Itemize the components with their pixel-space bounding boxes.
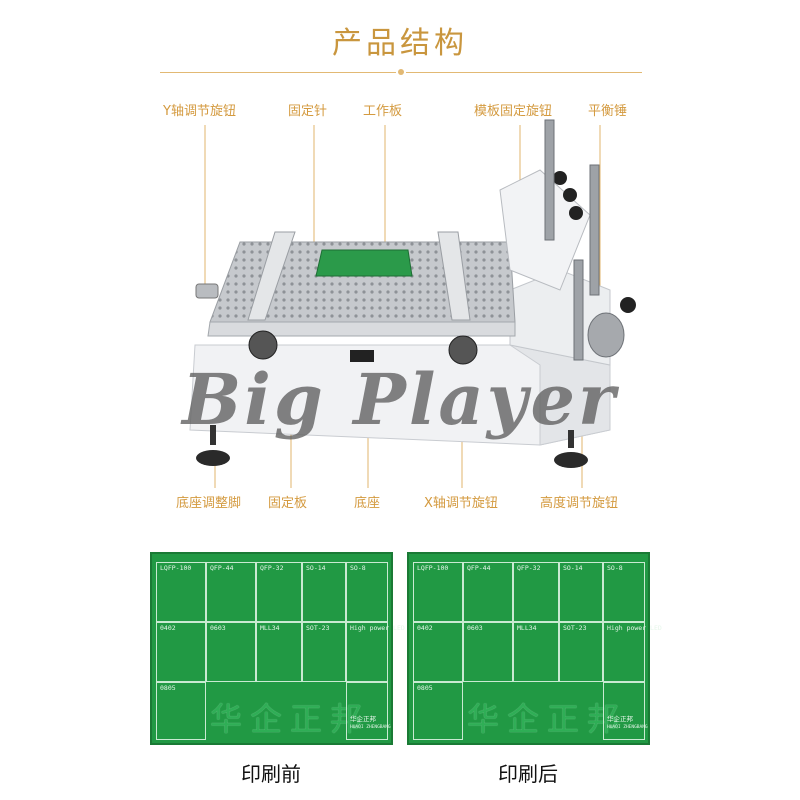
title-divider-right — [406, 72, 642, 73]
caption-after-printing: 印刷后 — [498, 762, 558, 786]
pcb-cell: QFP-32 — [513, 562, 559, 622]
pcb-cell: 0402 — [413, 622, 463, 682]
label-y-axis-knob: Y轴调节旋钮 — [163, 104, 236, 119]
pcb-cell: SOT-23 — [302, 622, 346, 682]
pcb-cell: High power LED — [346, 622, 405, 682]
pcb-brand-text: 华企正邦 — [467, 700, 628, 738]
pcb-before: LQFP-100 QFP-44 QFP-32 SO-14 SO-8 0402 0… — [150, 552, 405, 745]
pcb-cell: QFP-32 — [256, 562, 302, 622]
pcb-cell: SO-8 — [603, 562, 645, 622]
label-height-knob: 高度调节旋钮 — [540, 496, 619, 511]
pcb-cell: 0805 — [413, 682, 463, 740]
watermark: Big Player — [182, 358, 618, 441]
label-x-axis-knob: X轴调节旋钮 — [424, 496, 498, 511]
pcb-cell: 0805 — [156, 682, 206, 740]
page-title: 产品结构 — [332, 26, 468, 61]
label-fixing-plate: 固定板 — [268, 496, 308, 511]
pcb-cell: LQFP-100 — [413, 562, 463, 622]
pcb-cell: 0402 — [156, 622, 206, 682]
pcb-cell: 0603 — [463, 622, 513, 682]
pcb-cell: SO-14 — [559, 562, 603, 622]
pcb-cell: LQFP-100 — [156, 562, 206, 622]
title-divider-dot — [398, 69, 404, 75]
caption-before-printing: 印刷前 — [241, 762, 301, 786]
pcb-cell: MLL34 — [256, 622, 302, 682]
pcb-cell: High power LED — [603, 622, 662, 682]
pcb-cell: 0603 — [206, 622, 256, 682]
pcb-cell: MLL34 — [513, 622, 559, 682]
label-base-foot: 底座调整脚 — [176, 496, 242, 511]
pcb-brand-text: 华企正邦 — [210, 700, 371, 738]
label-base: 底座 — [354, 496, 381, 511]
pcb-cell: SOT-23 — [559, 622, 603, 682]
label-stencil-knob: 模板固定旋钮 — [474, 104, 553, 119]
pcb-cell: SO-8 — [346, 562, 388, 622]
label-counterweight: 平衡锤 — [588, 104, 628, 119]
label-fixing-pin: 固定针 — [288, 104, 328, 119]
title-divider-left — [160, 72, 396, 73]
pcb-cell: QFP-44 — [206, 562, 256, 622]
pcb-cell: QFP-44 — [463, 562, 513, 622]
label-work-plate: 工作板 — [363, 104, 403, 119]
pcb-cell: SO-14 — [302, 562, 346, 622]
pcb-after: LQFP-100 QFP-44 QFP-32 SO-14 SO-8 0402 0… — [407, 552, 662, 745]
